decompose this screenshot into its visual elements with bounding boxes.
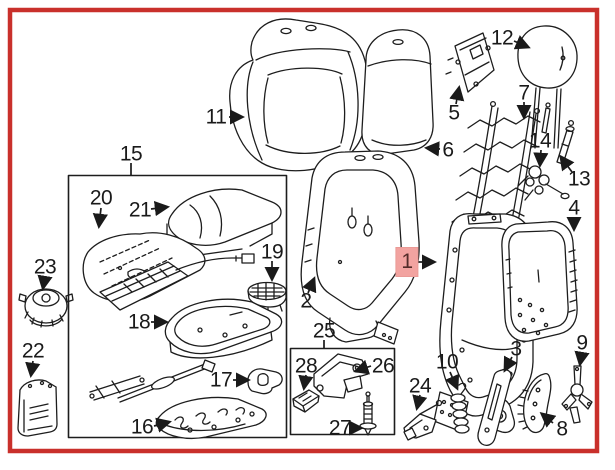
- adjuster-rod-drawing: [89, 359, 216, 403]
- callout-part-20[interactable]: 20: [89, 186, 113, 210]
- coil-spring-drawing: [450, 382, 470, 434]
- seat-pan-drawing: [164, 298, 283, 359]
- red-border: [7, 7, 600, 454]
- callout-part-5[interactable]: 5: [448, 101, 460, 125]
- top-bracket-panel-drawing: [445, 32, 495, 93]
- callout-part-7[interactable]: 7: [518, 81, 530, 105]
- callout-arrows: [25, 35, 590, 436]
- callout-part-24[interactable]: 24: [408, 374, 432, 398]
- backrest-cushion-drawing: [229, 18, 368, 172]
- callout-part-2[interactable]: 2: [300, 289, 312, 313]
- back-panel-drawing: [501, 221, 578, 342]
- callout-part-19[interactable]: 19: [260, 240, 284, 264]
- callout-part-13[interactable]: 13: [567, 167, 591, 191]
- callout-part-15[interactable]: 15: [119, 142, 143, 166]
- seat-heater-mat-drawing: [99, 253, 255, 311]
- clamp-bracket-drawing: [247, 368, 283, 395]
- side-trim-drawing: [477, 368, 512, 446]
- blower-fan-drawing: [18, 288, 74, 328]
- callout-part-8[interactable]: 8: [556, 417, 568, 441]
- callout-part-10[interactable]: 10: [435, 350, 459, 374]
- callout-part-26[interactable]: 26: [371, 354, 395, 378]
- latch-mechanism-drawing: [403, 399, 443, 441]
- recliner-mechanism-drawing: [517, 165, 570, 201]
- backrest-cover-drawing: [361, 29, 434, 155]
- callout-part-27[interactable]: 27: [328, 416, 352, 440]
- small-bracket-drawing: [313, 353, 369, 399]
- callout-part-16[interactable]: 16: [130, 415, 154, 439]
- callout-part-12[interactable]: 12: [490, 26, 514, 50]
- underframe-drawing: [155, 396, 267, 440]
- bolt-drawing: [359, 391, 377, 436]
- control-module-drawing: [17, 379, 58, 437]
- callout-part-6[interactable]: 6: [442, 138, 454, 162]
- callout-part-17[interactable]: 17: [209, 368, 233, 392]
- group-box-25: [289, 347, 396, 436]
- callout-part-22[interactable]: 22: [21, 339, 45, 363]
- cushion-pad-drawing: [82, 232, 206, 303]
- callout-part-11[interactable]: 11: [205, 105, 227, 129]
- backrest-trim-frame-drawing: [300, 150, 420, 345]
- callout-part-1[interactable]: 1: [396, 248, 418, 276]
- clip-drawing: [292, 389, 320, 413]
- mounting-bracket-drawing: [561, 365, 593, 424]
- callout-part-14[interactable]: 14: [528, 129, 552, 153]
- callout-part-18[interactable]: 18: [127, 310, 151, 334]
- callout-part-3[interactable]: 3: [510, 337, 522, 361]
- callout-part-28[interactable]: 28: [294, 354, 318, 378]
- callout-part-23[interactable]: 23: [33, 255, 57, 279]
- callout-part-21[interactable]: 21: [128, 198, 152, 222]
- callout-part-9[interactable]: 9: [576, 331, 588, 355]
- callout-part-25[interactable]: 25: [312, 319, 336, 343]
- callout-part-4[interactable]: 4: [568, 196, 580, 220]
